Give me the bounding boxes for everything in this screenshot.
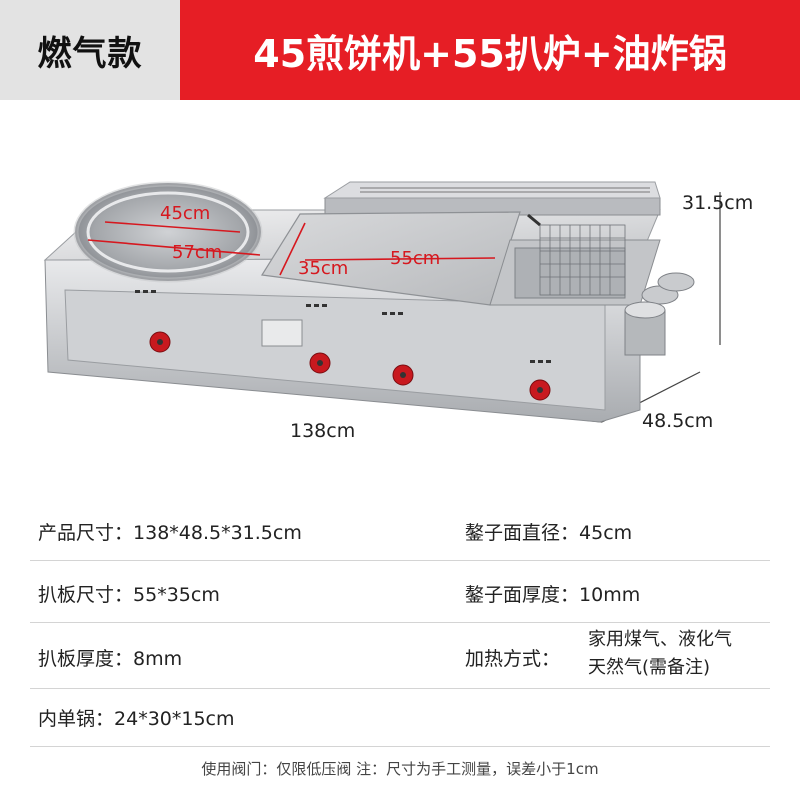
fryer-value: 24*30*15cm [114, 708, 235, 730]
pan-thickness: 鏊子面厚度：10mm [465, 580, 640, 607]
depth-label: 48.5cm [642, 410, 714, 432]
pan-thickness-label: 鏊子面厚度： [465, 584, 580, 606]
griddle-size-value: 55*35cm [133, 584, 220, 606]
griddle-width-label: 55cm [390, 248, 441, 269]
product-size-value: 138*48.5*31.5cm [133, 522, 302, 544]
griddle-thickness-label: 扒板厚度： [38, 648, 134, 670]
heating-value-line1: 家用煤气、液化气 [588, 629, 732, 650]
product-illustration: 31.5cm 138cm 48.5cm 45cm 57cm 35cm 55cm [0, 110, 800, 470]
pan-diameter: 鏊子面直径：45cm [465, 518, 632, 545]
griddle-machine-image [43, 181, 721, 423]
pan-diameter-value: 45cm [579, 522, 633, 544]
heating-values: 家用煤气、液化气 天然气(需备注) [588, 626, 732, 682]
product-size-label: 产品尺寸： [38, 522, 134, 544]
fryer-label: 内单锅： [38, 708, 115, 730]
width-label: 138cm [290, 420, 356, 442]
burner-knobs [149, 331, 551, 401]
spec-row: 扒板厚度：8mm 加热方式： 家用煤气、液化气 天然气(需备注) [30, 624, 770, 689]
griddle-depth-label: 35cm [298, 258, 349, 279]
pan-inner-diameter-label: 45cm [160, 203, 211, 224]
product-title: 45煎饼机+55扒炉+油炸锅 [253, 31, 727, 76]
heating-value-line2: 天然气(需备注) [588, 657, 711, 678]
heating-method: 加热方式： [465, 644, 560, 671]
pan-outer-diameter-label: 57cm [172, 242, 223, 263]
title-bar: 45煎饼机+55扒炉+油炸锅 [180, 0, 800, 100]
variant-label: 燃气款 [37, 33, 143, 74]
griddle-thickness: 扒板厚度：8mm [38, 644, 182, 671]
pan-diameter-label: 鏊子面直径： [465, 522, 580, 544]
spec-row: 扒板尺寸：55*35cm 鏊子面厚度：10mm [30, 562, 770, 623]
spec-row: 产品尺寸：138*48.5*31.5cm 鏊子面直径：45cm [30, 500, 770, 561]
fryer-size: 内单锅：24*30*15cm [38, 704, 235, 731]
spec-row: 内单锅：24*30*15cm [30, 690, 770, 747]
footer-note: 使用阀门：仅限低压阀 注：尺寸为手工测量，误差小于1cm [201, 760, 599, 778]
pan-thickness-value: 10mm [579, 584, 641, 606]
griddle-thickness-value: 8mm [133, 648, 183, 670]
griddle-size-label: 扒板尺寸： [38, 584, 134, 606]
griddle-size: 扒板尺寸：55*35cm [38, 580, 220, 607]
variant-badge: 燃气款 [0, 0, 180, 100]
header-banner: 燃气款 45煎饼机+55扒炉+油炸锅 [0, 0, 800, 100]
heating-label: 加热方式： [465, 648, 561, 670]
height-label: 31.5cm [682, 192, 754, 214]
product-size: 产品尺寸：138*48.5*31.5cm [38, 518, 302, 545]
